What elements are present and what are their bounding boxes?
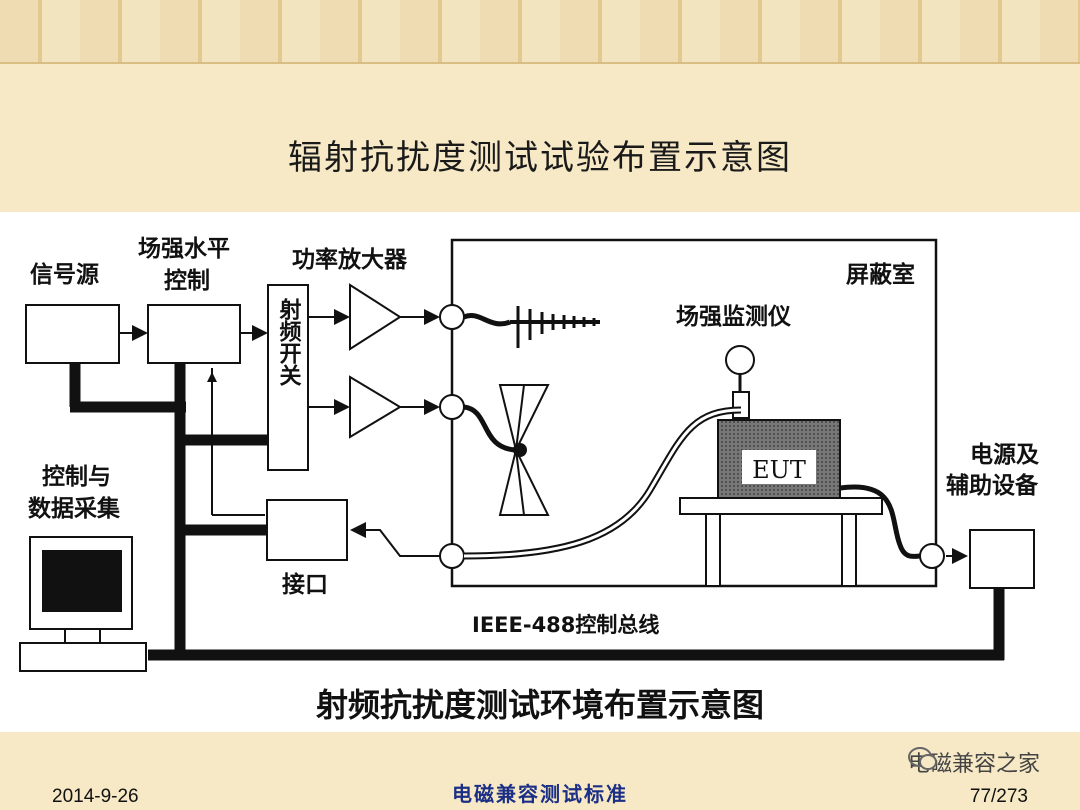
shielded-room-box (450, 238, 938, 588)
arrow-port-to-interface (350, 522, 440, 557)
label-control-bus: IEEE-488控制总线 (472, 613, 659, 637)
wechat-icon (907, 747, 937, 770)
watermark: 电磁兼容之家 (907, 746, 1040, 778)
label-field-monitor: 场强监测仪 (676, 304, 792, 330)
computer-icon (19, 536, 147, 672)
probe-cable-inner (463, 408, 742, 558)
test-table (679, 497, 883, 587)
label-shielded-room: 屏蔽室 (846, 261, 915, 288)
feedthrough-4 (919, 543, 945, 569)
label-field-level-control-1: 场强水平 (138, 236, 230, 262)
feedthrough-2 (439, 394, 465, 420)
label-power-aux-1: 电源及 (970, 442, 1039, 468)
field-level-control-box (147, 304, 241, 364)
amplifier-1 (349, 283, 402, 351)
label-interface: 接口 (282, 572, 328, 598)
log-periodic-antenna (463, 306, 600, 348)
label-control-daq-1: 控制与 (42, 463, 111, 490)
label-rf-switch: 射频开关 (276, 297, 303, 387)
amplifier-2 (349, 375, 402, 439)
decorative-border (0, 0, 1080, 64)
label-control-daq-2: 数据采集 (28, 495, 121, 522)
interface-box (266, 499, 348, 561)
feedthrough-1 (439, 304, 465, 330)
eut-label-bg (742, 450, 816, 484)
diagram-caption: 射频抗扰度测试环境布置示意图 (315, 686, 764, 724)
label-power-aux-2: 辅助设备 (946, 472, 1039, 499)
slide-title: 辐射抗扰度测试试验布置示意图 (288, 138, 792, 178)
bus-lines (69, 360, 1005, 661)
feedback-arrowhead (207, 372, 217, 382)
rf-switch-box (267, 284, 309, 471)
signal-source-box (25, 304, 120, 364)
eut-power-cable (839, 484, 921, 559)
biconical-antenna (463, 384, 550, 516)
power-aux-box (969, 529, 1035, 589)
label-eut: EUT (752, 456, 806, 484)
feedthrough-3 (439, 543, 465, 569)
label-signal-source: 信号源 (30, 261, 99, 288)
page-number: 77/273 (969, 786, 1028, 807)
footer-title: 电磁兼容测试标准 (452, 782, 628, 806)
feedback-lines (211, 368, 265, 516)
label-field-level-control-2: 控制 (164, 267, 210, 294)
footer-date: 2014-9-26 (52, 786, 139, 807)
label-power-amplifier: 功率放大器 (292, 246, 408, 273)
